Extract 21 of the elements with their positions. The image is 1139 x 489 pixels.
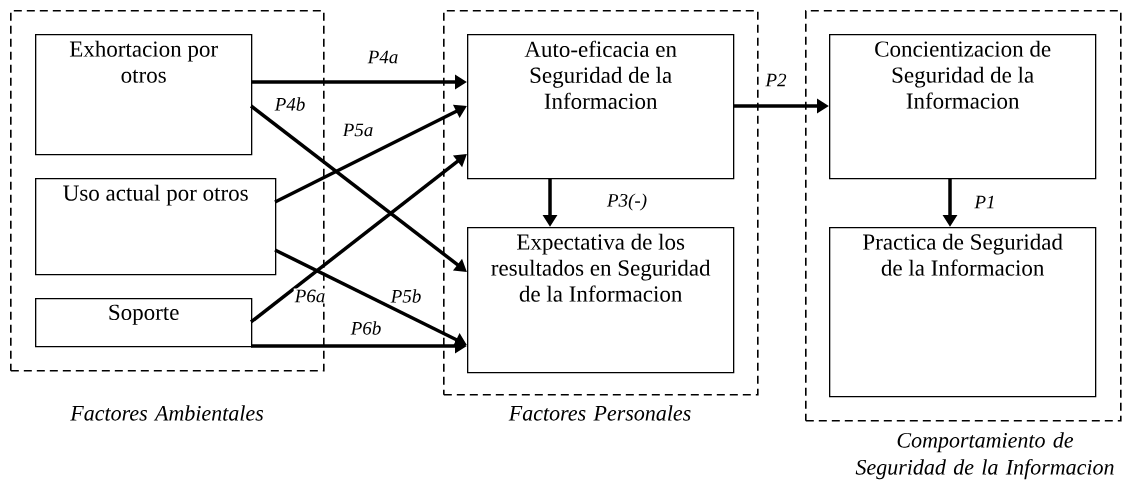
process-box: Expectativa de los resultados en Seguridad de la Informacion <box>467 227 735 374</box>
edge-label: P5a <box>341 122 375 138</box>
group-caption: Factores Ambientales <box>70 405 264 421</box>
arrow <box>249 104 467 272</box>
group-caption: Factores Personales <box>508 405 691 421</box>
process-box: Concientizacion de Seguridad de la Informacion <box>829 34 1097 180</box>
edge-label: P3(-) <box>605 192 649 212</box>
process-box: Soporte <box>35 298 253 348</box>
edge-label: P4b <box>273 96 307 112</box>
process-box: Practica de Seguridad de la Informacion <box>829 227 1097 398</box>
arrow <box>249 154 467 324</box>
edge-label: P2 <box>764 72 788 88</box>
edge-label: P4a <box>366 49 400 65</box>
process-box: Auto-eficacia en Seguridad de la Informacion <box>467 34 735 180</box>
process-box: Uso actual por otros <box>35 178 277 276</box>
edge-label: P6b <box>349 320 383 336</box>
process-box: Exhortacion por otros <box>35 34 253 156</box>
edge-label: P1 <box>973 194 997 210</box>
group-caption: Comportamiento de Seguridad de la Informacion <box>855 432 1114 480</box>
edge-label: P5b <box>389 288 423 304</box>
edge-label: P6a <box>293 288 327 304</box>
